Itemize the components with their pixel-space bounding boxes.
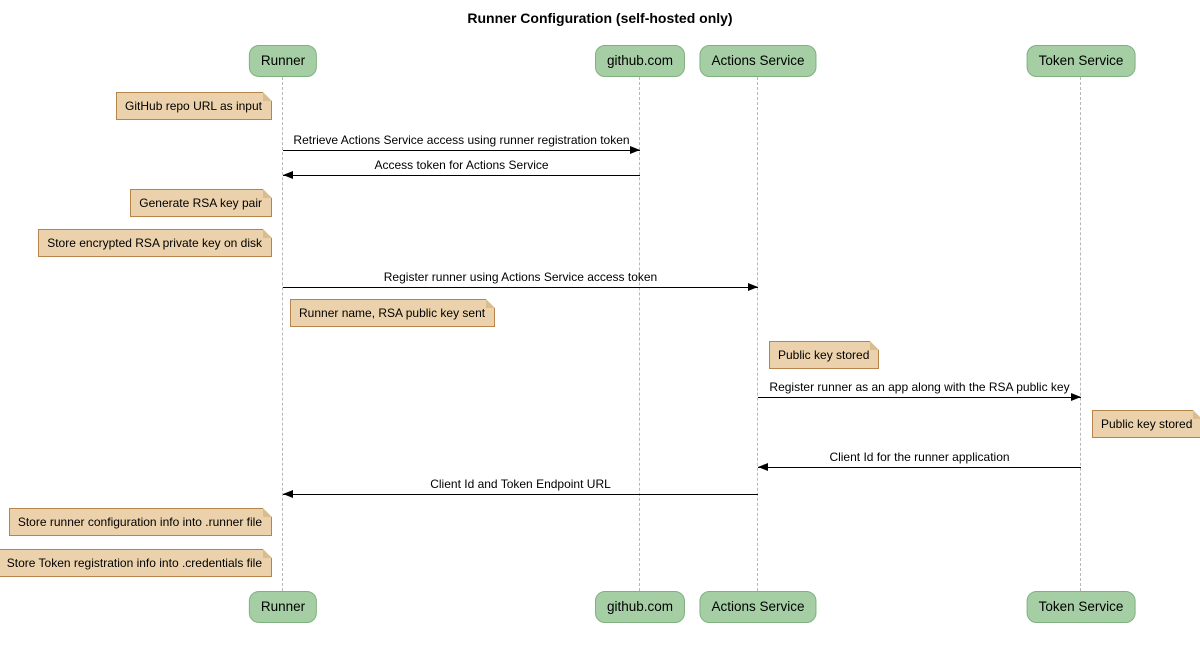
note: Store encrypted RSA private key on disk [38, 229, 272, 257]
arrowhead-icon [283, 490, 293, 498]
lifeline-actions [757, 77, 758, 591]
participant-github-top: github.com [594, 45, 686, 77]
message-line [758, 397, 1081, 398]
message-label: Register runner as an app along with the… [769, 380, 1070, 394]
note: Store runner configuration info into .ru… [8, 508, 273, 536]
arrowhead-icon [748, 283, 758, 291]
participant-token-bottom: Token Service [1026, 591, 1136, 623]
lifeline-token [1080, 77, 1081, 591]
note: GitHub repo URL as input [116, 92, 272, 120]
participant-actions-bottom: Actions Service [699, 591, 817, 623]
participant-actions-top: Actions Service [699, 45, 817, 77]
lifeline-github [639, 77, 640, 591]
note: Store Token registration info into .cred… [0, 549, 273, 577]
lifeline-runner [282, 77, 283, 591]
participant-runner-bottom: Runner [248, 591, 318, 623]
message-line [283, 150, 640, 151]
arrowhead-icon [758, 463, 768, 471]
note: Runner name, RSA public key sent [290, 299, 496, 327]
arrowhead-icon [630, 146, 640, 154]
participant-runner-top: Runner [248, 45, 318, 77]
participant-token-top: Token Service [1026, 45, 1136, 77]
message-line [758, 467, 1081, 468]
note: Public key stored [1092, 410, 1200, 438]
diagram-title: Runner Configuration (self-hosted only) [467, 10, 733, 26]
message-label: Access token for Actions Service [374, 158, 549, 172]
message-label: Register runner using Actions Service ac… [383, 270, 658, 284]
arrowhead-icon [1071, 393, 1081, 401]
message-label: Retrieve Actions Service access using ru… [293, 133, 630, 147]
note: Public key stored [769, 341, 880, 369]
message-line [283, 287, 758, 288]
participant-github-bottom: github.com [594, 591, 686, 623]
message-line [283, 494, 758, 495]
note: Generate RSA key pair [130, 189, 272, 217]
message-label: Client Id for the runner application [829, 450, 1010, 464]
message-line [283, 175, 640, 176]
message-label: Client Id and Token Endpoint URL [430, 477, 611, 491]
arrowhead-icon [283, 171, 293, 179]
